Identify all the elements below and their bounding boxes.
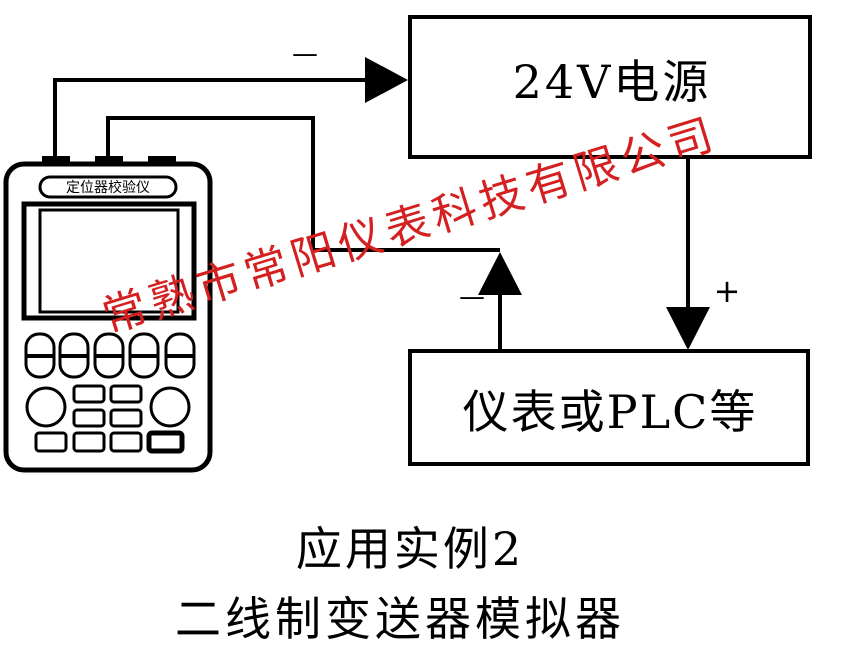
- arrow-right-icon: [365, 57, 408, 103]
- watermark-char: 有: [520, 153, 577, 215]
- watermark-char: 科: [426, 181, 483, 243]
- watermark-char: 限: [567, 138, 624, 200]
- caption-line-2: 二线制变送器模拟器: [175, 592, 625, 646]
- arrow-up-icon: [478, 252, 522, 295]
- arrow-down-icon: [666, 307, 710, 350]
- negative-label-mid: —: [459, 282, 485, 312]
- power-supply-label: 24V电源: [513, 55, 712, 109]
- positive-label: +: [714, 272, 741, 310]
- wires: [53, 78, 690, 350]
- power-supply-box: [408, 15, 812, 159]
- device-label: 定位器校验仪: [66, 179, 150, 196]
- wire-negative-to-power: [53, 78, 370, 162]
- watermark-char: 公: [615, 124, 672, 186]
- watermark-char: 司: [662, 110, 719, 172]
- instrument-label: 仪表或PLC等: [463, 385, 758, 439]
- negative-label-top: —: [292, 39, 318, 69]
- watermark-char: 技: [473, 167, 530, 229]
- instrument-box: [408, 349, 810, 466]
- calibrator-device: 定位器校验仪: [3, 156, 213, 473]
- caption-line-1: 应用实例2: [296, 522, 524, 576]
- watermark-char: 仪: [332, 210, 389, 272]
- watermark-char: 阳: [285, 224, 342, 286]
- watermark-char: 常: [238, 239, 295, 301]
- wire-to-instrument: [106, 116, 500, 252]
- watermark-char: 市: [191, 253, 248, 315]
